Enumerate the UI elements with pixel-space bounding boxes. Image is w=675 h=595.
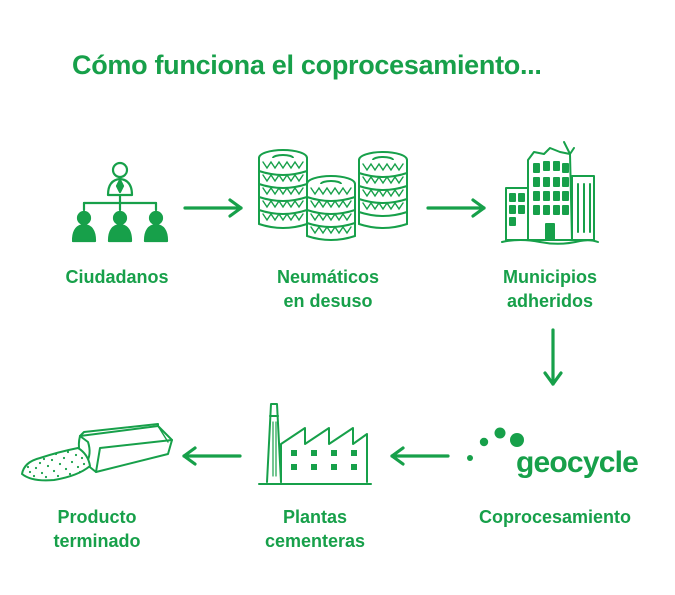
arrow-left-icon xyxy=(180,446,242,471)
step-label-ciudadanos: Ciudadanos xyxy=(65,267,169,287)
step-label-coprocesamiento: Coprocesamiento xyxy=(478,507,632,527)
people-hierarchy-icon xyxy=(72,158,172,246)
step-label-producto: Producto terminado xyxy=(53,507,141,551)
buildings-icon xyxy=(500,140,600,248)
geocycle-logo xyxy=(464,422,524,466)
arrow-right-icon xyxy=(183,198,245,223)
tire-stacks-icon xyxy=(253,148,413,246)
arrow-left-icon xyxy=(388,446,450,471)
cement-bag-icon xyxy=(18,418,176,488)
cement-plant-icon xyxy=(255,398,375,488)
arrow-right-icon xyxy=(426,198,488,223)
step-label-plantas: Plantas cementeras xyxy=(264,507,366,551)
arrow-down-icon xyxy=(542,328,564,393)
step-label-neumaticos: Neumáticos en desuso xyxy=(276,267,380,311)
step-label-municipios: Municipios adheridos xyxy=(503,267,597,311)
page-title: Cómo funciona el coprocesamiento... xyxy=(72,50,542,80)
geocycle-logo-text: geocycle xyxy=(516,446,639,479)
